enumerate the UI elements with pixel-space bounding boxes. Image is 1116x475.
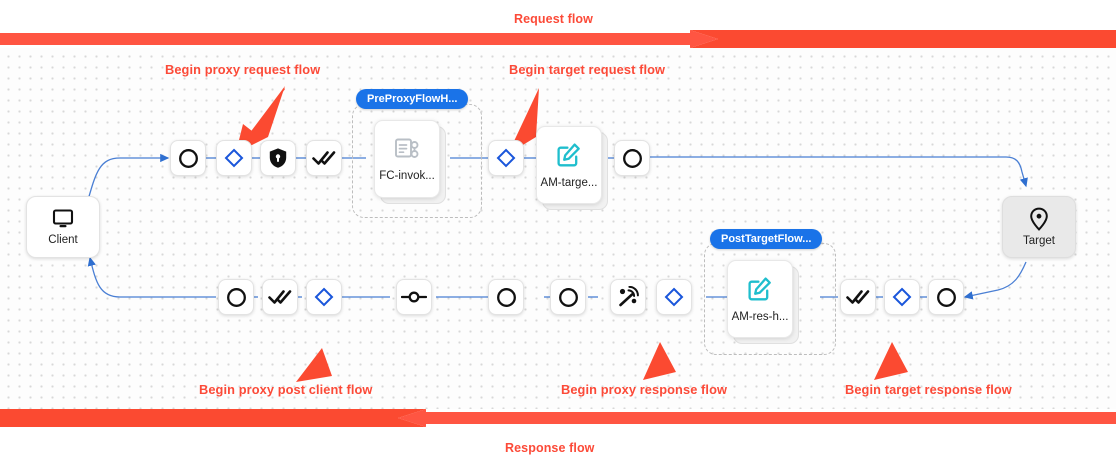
pre-proxy-flow-hook-tag[interactable]: PreProxyFlowH... (356, 89, 469, 109)
response-flow-label: Response flow (505, 441, 595, 455)
callout-begin-proxy-response-flow: Begin proxy response flow (561, 382, 728, 397)
response-step-endpoint-connector[interactable] (396, 279, 432, 315)
double-check-icon (312, 149, 336, 167)
response-step-broadcast[interactable] (610, 279, 646, 315)
diamond-icon (892, 287, 912, 307)
target-endpoint-label: Target (1023, 234, 1055, 247)
assign-message-icon (747, 276, 773, 302)
diagram-canvas (0, 48, 1116, 409)
am-target-policy-label: AM-targe... (540, 176, 598, 189)
response-flow-bar (0, 409, 1116, 427)
request-flow-bar (0, 30, 1116, 48)
callout-begin-target-request-flow: Begin target request flow (509, 62, 666, 77)
double-check-icon (268, 288, 292, 306)
monitor-icon (51, 208, 75, 230)
request-step-circle-2[interactable] (614, 140, 650, 176)
endpoint-connector-icon (401, 290, 427, 304)
circle-icon (226, 287, 247, 308)
callout-begin-proxy-post-client-flow: Begin proxy post client flow (199, 382, 373, 397)
response-step-circle-3[interactable] (550, 279, 586, 315)
diamond-icon (314, 287, 334, 307)
double-check-icon (846, 288, 870, 306)
circle-icon (496, 287, 517, 308)
circle-icon (558, 287, 579, 308)
diamond-icon (664, 287, 684, 307)
request-step-diamond-2[interactable] (488, 140, 524, 176)
response-step-circle-4[interactable] (928, 279, 964, 315)
diamond-icon (496, 148, 516, 168)
am-res-policy-node[interactable]: AM-res-h... (727, 260, 799, 344)
callout-begin-proxy-request-flow: Begin proxy request flow (165, 62, 321, 77)
circle-icon (936, 287, 957, 308)
client-endpoint-label: Client (48, 233, 78, 246)
location-pin-icon (1029, 207, 1049, 231)
assign-message-icon (556, 142, 582, 168)
fc-invoke-policy-node[interactable]: FC-invok... (374, 120, 446, 204)
diamond-icon (224, 148, 244, 168)
am-target-policy-node[interactable]: AM-targe... (536, 126, 608, 210)
shield-lock-icon (268, 147, 288, 169)
response-step-diamond-1[interactable] (306, 279, 342, 315)
callout-begin-target-response-flow: Begin target response flow (845, 382, 1012, 397)
flow-callout-icon (394, 137, 420, 161)
target-endpoint-node[interactable]: Target (1002, 196, 1076, 258)
broadcast-icon (616, 286, 640, 308)
request-step-shield-lock[interactable] (260, 140, 296, 176)
request-step-circle-1[interactable] (170, 140, 206, 176)
response-step-circle-1[interactable] (218, 279, 254, 315)
request-step-diamond-1[interactable] (216, 140, 252, 176)
response-step-diamond-2[interactable] (656, 279, 692, 315)
fc-invoke-policy-label: FC-invok... (379, 169, 435, 182)
response-step-double-check-1[interactable] (262, 279, 298, 315)
circle-icon (622, 148, 643, 169)
request-step-double-check[interactable] (306, 140, 342, 176)
response-step-circle-2[interactable] (488, 279, 524, 315)
post-target-flow-hook-tag[interactable]: PostTargetFlow... (710, 229, 823, 249)
client-endpoint-node[interactable]: Client (26, 196, 100, 258)
response-step-double-check-2[interactable] (840, 279, 876, 315)
response-step-diamond-3[interactable] (884, 279, 920, 315)
request-flow-label: Request flow (514, 12, 593, 26)
circle-icon (178, 148, 199, 169)
am-res-policy-label: AM-res-h... (731, 310, 789, 323)
